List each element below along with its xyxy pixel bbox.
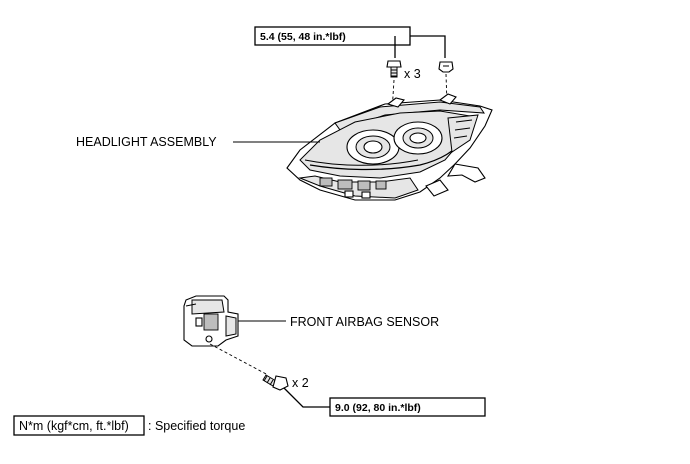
guide-line-sensor-bolt: [209, 343, 269, 376]
torque-value-bottom: 9.0 (92, 80 in.*lbf): [335, 402, 421, 414]
headlight-assembly-icon: [286, 93, 493, 201]
bolt-quantity-top: x 3: [404, 67, 421, 81]
legend: N*m (kgf*cm, ft.*lbf) : Specified torque: [13, 415, 245, 436]
torque-callout-top: 5.4 (55, 48 in.*lbf): [254, 26, 446, 58]
bolt-quantity-bottom: x 2: [292, 376, 309, 390]
torque-callout-bottom: 9.0 (92, 80 in.*lbf): [283, 387, 486, 417]
airbag-sensor-icon: [183, 295, 239, 347]
airbag-sensor-label: FRONT AIRBAG SENSOR: [290, 315, 439, 329]
headlight-assembly-label: HEADLIGHT ASSEMBLY: [76, 135, 217, 149]
sensor-bolt-icon: [262, 374, 289, 391]
clip-nut-icon: [438, 61, 454, 73]
legend-unit-box: N*m (kgf*cm, ft.*lbf): [19, 419, 129, 433]
legend-text: : Specified torque: [148, 419, 245, 433]
bolt-icon: [386, 60, 402, 78]
torque-value-top: 5.4 (55, 48 in.*lbf): [260, 31, 346, 43]
